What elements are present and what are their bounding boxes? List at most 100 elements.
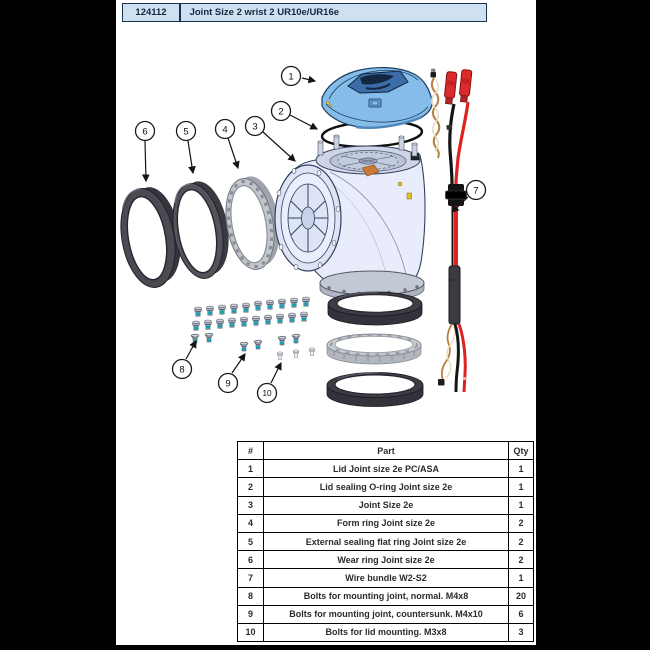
- cell-qty: 2: [508, 531, 534, 552]
- title-divider: [179, 4, 181, 21]
- external-sealing-ring-part: [172, 181, 229, 279]
- cell-num: 9: [237, 604, 264, 624]
- cell-num: 5: [237, 531, 264, 552]
- cell-num: 3: [237, 495, 264, 515]
- wire-grommet: [445, 184, 467, 206]
- bolts-lid-mounting-group: [277, 347, 315, 361]
- cell-num: 4: [237, 513, 264, 533]
- svg-text:9: 9: [225, 379, 230, 390]
- callout-arrow-4: [227, 137, 240, 170]
- cell-qty: 3: [508, 622, 534, 643]
- form-ring-bottom: [326, 333, 422, 365]
- document-page: 124112 Joint Size 2 wrist 2 UR10e/UR16e: [116, 0, 536, 645]
- joint-output-flange: [274, 164, 342, 272]
- callout-bubbles: 1 2 3 4 5 6 7 8 9 10: [134, 65, 487, 404]
- cell-part: Bolts for mounting joint, countersunk. M…: [263, 604, 509, 624]
- callout-5: 5: [175, 120, 197, 142]
- cell-part: Joint Size 2e: [263, 495, 509, 515]
- cell-num: 8: [237, 586, 264, 606]
- cell-part: Wire bundle W2-S2: [263, 568, 509, 588]
- joint-body-part: [274, 134, 426, 302]
- callout-arrow-5: [187, 140, 196, 175]
- cell-part: Form ring Joint size 2e: [263, 513, 509, 533]
- svg-text:8: 8: [179, 365, 184, 376]
- callout-arrows: [141, 75, 469, 384]
- wear-ring-part: [120, 187, 181, 288]
- svg-text:2: 2: [278, 107, 283, 118]
- cell-qty: 2: [508, 550, 534, 570]
- callout-10: 10: [256, 382, 278, 404]
- callout-arrow-10: [270, 361, 282, 384]
- wire-bundle-part: [430, 68, 473, 393]
- svg-text:5: 5: [183, 127, 188, 138]
- callout-9: 9: [217, 372, 239, 394]
- callout-7: 7: [465, 179, 487, 201]
- cell-part: External sealing flat ring Joint size 2e: [263, 531, 509, 552]
- callout-2: 2: [270, 100, 292, 122]
- cell-qty: 1: [508, 495, 534, 515]
- callout-arrow-9: [231, 353, 246, 374]
- callout-arrow-6: [141, 140, 150, 183]
- lid-part: [321, 67, 433, 129]
- bolts-mounting-normal-group: [192, 296, 310, 331]
- page-title: Joint Size 2 wrist 2 UR10e/UR16e: [189, 7, 340, 18]
- svg-text:3: 3: [252, 122, 257, 133]
- svg-text:7: 7: [473, 186, 478, 197]
- title-block: 124112 Joint Size 2 wrist 2 UR10e/UR16e: [122, 3, 487, 22]
- exploded-diagram: 1 2 3 4 5 6 7 8 9 10: [120, 65, 487, 407]
- external-sealing-ring-bottom: [327, 291, 423, 326]
- cell-part: Wear ring Joint size 2e: [263, 550, 509, 570]
- col-header-num: #: [237, 440, 264, 461]
- callout-arrow-3: [262, 131, 296, 162]
- callout-arrow-8: [185, 339, 197, 360]
- cell-qty: 1: [508, 568, 534, 588]
- joint-top-face: [315, 134, 421, 200]
- callout-3: 3: [244, 115, 266, 137]
- callout-8: 8: [171, 358, 193, 380]
- callout-6: 6: [134, 120, 156, 142]
- callout-arrow-2: [289, 114, 319, 130]
- cell-part: Bolts for mounting joint, normal. M4x8: [263, 586, 509, 606]
- cell-num: 7: [237, 568, 264, 588]
- cell-qty: 1: [508, 477, 534, 497]
- cell-qty: 20: [508, 586, 534, 606]
- cell-num: 2: [237, 477, 264, 497]
- col-header-qty: Qty: [508, 440, 534, 461]
- wire-connector-red-2: [459, 69, 473, 103]
- cell-qty: 1: [508, 459, 534, 479]
- doc-number: 124112: [135, 7, 167, 18]
- callout-arrow-1: [301, 75, 317, 84]
- table-header-row: # Part Qty: [237, 440, 534, 461]
- callout-4: 4: [214, 118, 236, 140]
- cell-num: 1: [237, 459, 264, 479]
- wire-connector-red-1: [444, 71, 458, 105]
- bolts-mounting-countersunk-group: [190, 332, 301, 352]
- cell-num: 10: [237, 622, 264, 643]
- svg-text:4: 4: [222, 125, 227, 136]
- svg-text:10: 10: [262, 389, 272, 398]
- cell-part: Lid sealing O-ring Joint size 2e: [263, 477, 509, 497]
- cell-qty: 6: [508, 604, 534, 624]
- svg-text:1: 1: [288, 72, 293, 83]
- form-ring-part: [225, 176, 280, 270]
- svg-text:6: 6: [142, 127, 147, 138]
- cell-part: Bolts for lid mounting. M3x8: [263, 622, 509, 643]
- callout-1: 1: [280, 65, 302, 87]
- wear-ring-bottom: [326, 372, 424, 407]
- callout-arrow-7: [451, 196, 469, 213]
- cell-num: 6: [237, 550, 264, 570]
- col-header-part: Part: [263, 440, 509, 461]
- cell-part: Lid Joint size 2e PC/ASA: [263, 459, 509, 479]
